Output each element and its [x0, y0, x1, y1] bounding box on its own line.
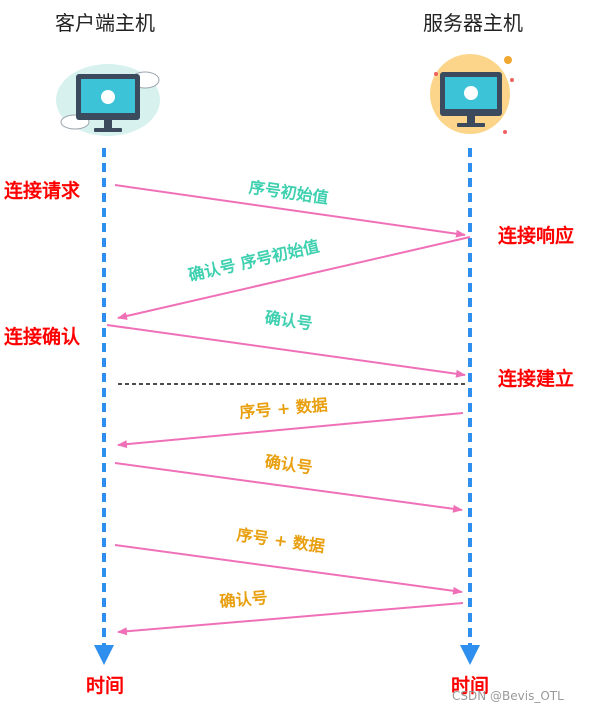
client-timeline-arrowhead — [94, 645, 114, 665]
arrow-client-to-server-4 — [114, 544, 463, 595]
event-connect-confirm: 连接确认 — [4, 325, 80, 348]
event-connect-established: 连接建立 — [498, 367, 574, 390]
arrow-client-to-server-2 — [106, 324, 466, 378]
server-timeline-arrowhead — [460, 645, 480, 665]
arrow-server-to-client-3 — [117, 602, 464, 636]
message-label-6: 序号 + 数据 — [236, 525, 326, 556]
message-label-3: 确认号 — [264, 308, 314, 333]
message-label-5: 确认号 — [264, 452, 314, 477]
arrow-server-to-client-1 — [117, 236, 471, 320]
message-label-7: 确认号 — [219, 588, 268, 611]
server-host-title: 服务器主机 — [423, 11, 523, 35]
server-computer-icon — [430, 54, 514, 134]
message-label-4: 序号 + 数据 — [239, 395, 329, 422]
message-label-2: 确认号 序号初始值 — [187, 236, 321, 285]
event-connect-request: 连接请求 — [4, 179, 81, 202]
arrow-server-to-client-2 — [117, 412, 464, 449]
arrow-client-to-server-1 — [114, 184, 466, 238]
arrow-client-to-server-3 — [114, 462, 463, 513]
client-host-title: 客户端主机 — [55, 11, 155, 35]
watermark: CSDN @Bevis_OTL — [452, 689, 564, 703]
client-time-label: 时间 — [86, 675, 124, 697]
event-connect-response: 连接响应 — [498, 224, 574, 247]
message-label-1: 序号初始值 — [248, 178, 330, 208]
client-computer-icon — [56, 64, 160, 136]
server-time-label: 时间 — [451, 675, 489, 697]
